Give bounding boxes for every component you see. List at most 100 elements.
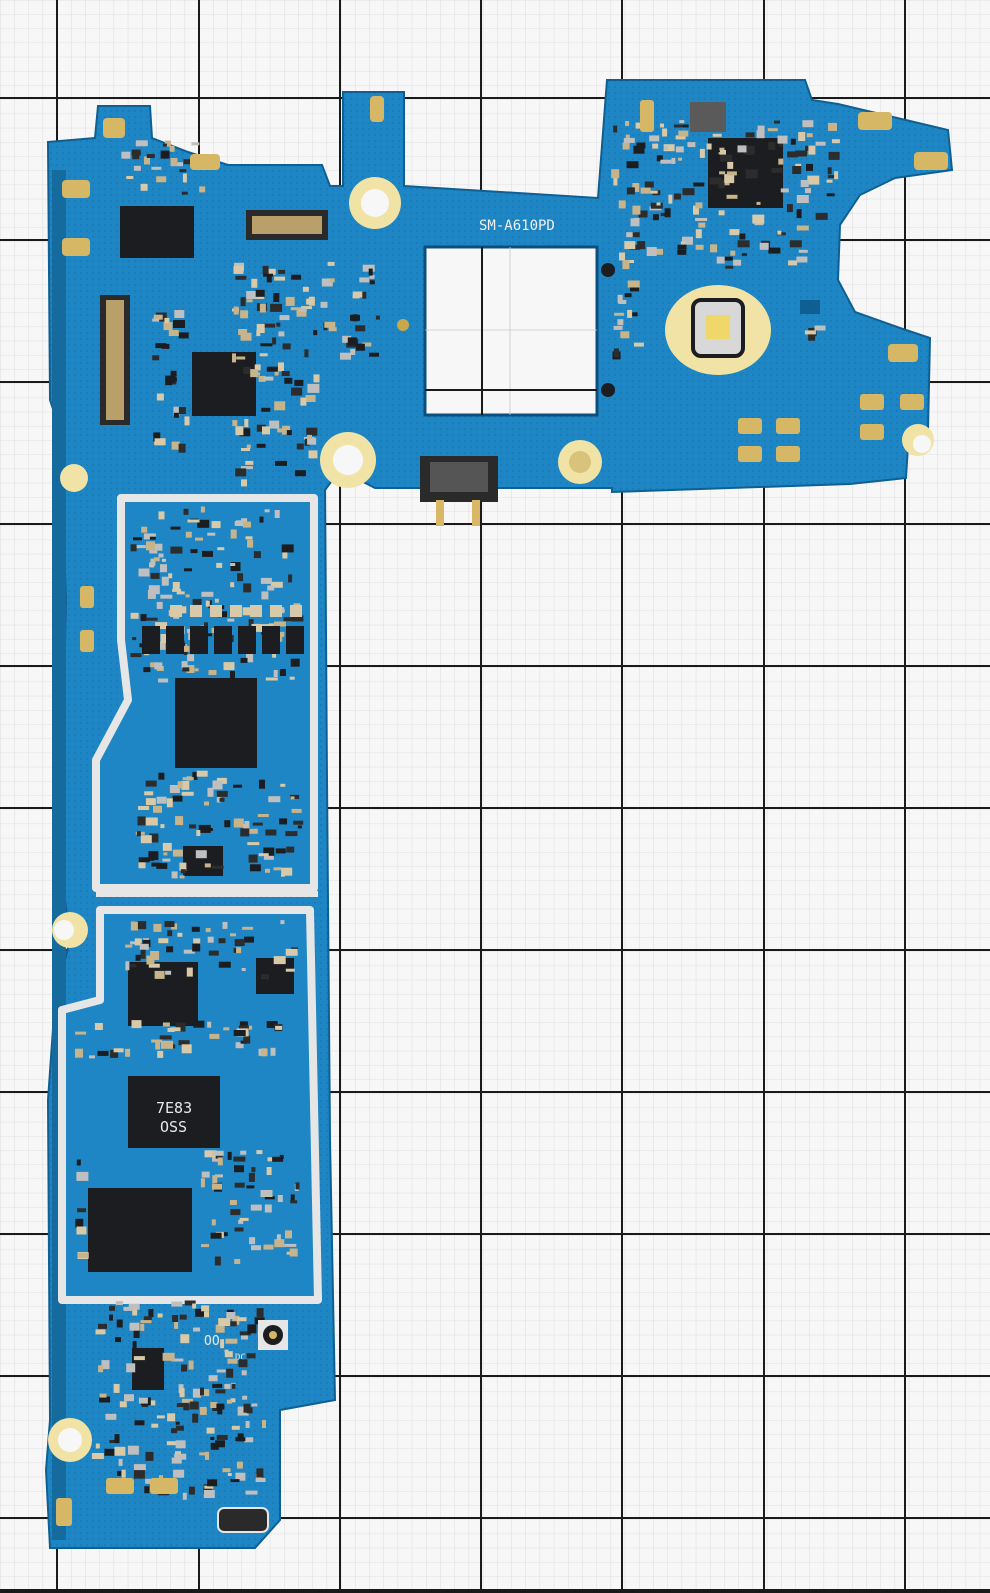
smd-component [114, 1434, 120, 1444]
inductor-component [190, 626, 208, 654]
smd-component [180, 1334, 190, 1344]
smd-component [668, 194, 673, 204]
smd-component [814, 325, 826, 331]
smd-component [154, 438, 166, 446]
smd-component [745, 132, 755, 138]
smd-component [290, 307, 301, 311]
smd-component [262, 265, 269, 274]
smd-component [166, 798, 173, 808]
smd-component [148, 963, 160, 968]
smd-component [133, 1469, 145, 1479]
smd-component [235, 1472, 246, 1481]
smd-component [234, 1165, 244, 1173]
smd-component [211, 521, 221, 529]
smd-component [144, 1486, 150, 1494]
smd-component [235, 1437, 246, 1442]
smd-component [650, 202, 663, 209]
smd-component [800, 180, 809, 187]
smd-component [282, 550, 288, 559]
smd-component [140, 949, 146, 959]
smd-component [128, 1303, 140, 1310]
smd-component [649, 135, 660, 142]
smd-component [224, 820, 231, 828]
smd-component [815, 141, 826, 146]
smd-component [241, 479, 247, 487]
smd-component [214, 598, 219, 603]
inductor-component [214, 626, 232, 654]
smd-component [135, 140, 148, 147]
chip-marking-2: OSS [160, 1118, 187, 1136]
smd-component [644, 181, 654, 188]
smd-component [206, 633, 213, 637]
smd-component [244, 821, 250, 829]
smd-component [695, 218, 708, 221]
smd-component [169, 785, 180, 793]
smd-component [216, 794, 221, 803]
smd-component [206, 1427, 215, 1434]
smd-component [145, 817, 158, 826]
smd-component [129, 1322, 140, 1331]
camera-cutout [423, 245, 599, 417]
smd-component [171, 1044, 176, 1049]
smd-component [255, 1478, 266, 1482]
smd-component [173, 1469, 185, 1478]
inductor-component [286, 626, 304, 654]
smd-component [200, 1387, 204, 1396]
smd-component [249, 864, 261, 872]
smd-component [291, 387, 303, 396]
smd-component [130, 544, 137, 552]
smd-component [137, 816, 146, 826]
smd-component [675, 135, 686, 140]
smd-component [210, 1442, 219, 1450]
smd-component [296, 308, 307, 317]
smd-component [242, 607, 254, 616]
smd-component [210, 1402, 218, 1408]
smd-component [175, 1440, 186, 1449]
smd-component [230, 933, 236, 937]
smd-component [290, 658, 300, 667]
smd-component [197, 519, 210, 528]
smd-component [132, 153, 140, 160]
smd-component [233, 784, 243, 788]
smd-component [241, 1370, 247, 1376]
smd-component [162, 842, 172, 851]
smd-component [270, 581, 283, 588]
smd-component [300, 397, 307, 406]
smd-component [196, 830, 201, 836]
smd-component [294, 379, 304, 386]
smd-component [132, 1309, 138, 1316]
smd-component [804, 330, 816, 335]
smd-component [164, 140, 171, 147]
pcb-edge [52, 170, 66, 1540]
smd-component [262, 426, 270, 435]
smd-component [187, 654, 195, 662]
smd-component [251, 1245, 261, 1251]
smd-component [662, 128, 668, 137]
smd-component [243, 583, 252, 593]
smd-component [777, 230, 782, 235]
capacitor-component [230, 605, 242, 617]
smd-component [158, 641, 166, 650]
smd-component [91, 1453, 104, 1459]
smd-component [134, 938, 142, 946]
smd-component [710, 244, 718, 253]
smd-component [121, 1469, 126, 1478]
smd-component [75, 1218, 84, 1228]
smd-component [246, 444, 251, 449]
smd-component [204, 1150, 217, 1158]
smd-component [815, 212, 828, 220]
smd-component [646, 247, 657, 256]
smd-component [617, 294, 623, 303]
smd-component [285, 1230, 292, 1239]
smd-component [234, 1227, 244, 1232]
smd-component [256, 324, 265, 333]
smd-component [234, 1182, 245, 1188]
smd-component [168, 573, 173, 579]
smd-component [737, 145, 747, 153]
smd-component [172, 588, 182, 592]
smd-component [216, 1403, 225, 1410]
smd-component [725, 265, 734, 269]
smd-component [233, 306, 239, 315]
smd-component [270, 1047, 276, 1056]
smd-component [264, 509, 270, 513]
